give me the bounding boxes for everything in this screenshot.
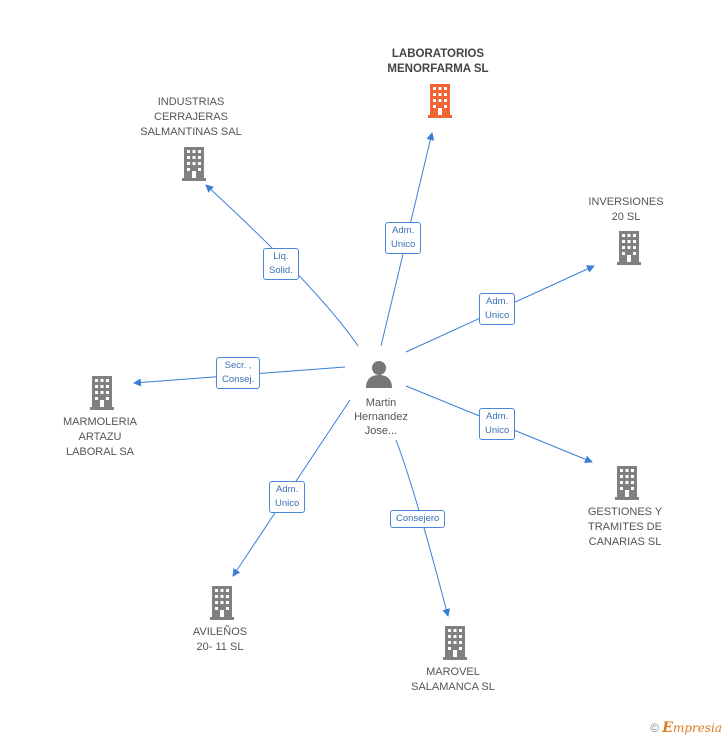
building-icon-marovel[interactable]	[443, 626, 467, 660]
company-name-marmoleria[interactable]: MARMOLERIA ARTAZU LABORAL SA	[63, 416, 137, 458]
company-name-gestiones[interactable]: GESTIONES Y TRAMITES DE CANARIAS SL	[587, 506, 663, 548]
building-icon-laboratorios[interactable]	[428, 84, 452, 118]
building-icon-inversiones[interactable]	[617, 231, 641, 265]
empresia-logo: Empresia	[662, 720, 722, 736]
copyright-icon: ©	[650, 721, 659, 735]
relation-label-laboratorios[interactable]: Adm. Unico	[385, 222, 422, 254]
relation-label-industrias[interactable]: Liq. Solid.	[263, 248, 299, 280]
relation-label-gestiones[interactable]: Adm. Unico	[479, 408, 516, 440]
company-name-laboratorios[interactable]: LABORATORIOS MENORFARMA SL	[387, 48, 489, 75]
company-name-marovel[interactable]: MAROVEL SALAMANCA SL	[411, 666, 495, 693]
edge-marovel	[395, 439, 451, 617]
company-name-inversiones[interactable]: INVERSIONES 20 SL	[588, 196, 664, 223]
footer-brand: © Empresia	[650, 720, 722, 736]
person-name[interactable]: Martin Hernandez Jose...	[354, 397, 408, 437]
building-icon-industrias[interactable]	[182, 147, 206, 181]
building-icon-avilenos[interactable]	[210, 586, 234, 620]
person-icon[interactable]	[366, 361, 392, 388]
relation-label-inversiones[interactable]: Adm. Unico	[479, 293, 516, 325]
company-name-industrias[interactable]: INDUSTRIAS CERRAJERAS SALMANTINAS SAL	[140, 96, 242, 138]
relation-label-marovel[interactable]: Consejero	[390, 510, 446, 528]
edge-industrias	[205, 184, 359, 347]
relation-label-avilenos[interactable]: Adm. Unico	[269, 481, 306, 513]
building-icon-marmoleria[interactable]	[90, 376, 114, 410]
relation-label-marmoleria[interactable]: Secr. , Consej.	[216, 357, 261, 389]
company-name-avilenos[interactable]: AVILEÑOS 20- 11 SL	[192, 626, 248, 653]
building-icon-gestiones[interactable]	[615, 466, 639, 500]
